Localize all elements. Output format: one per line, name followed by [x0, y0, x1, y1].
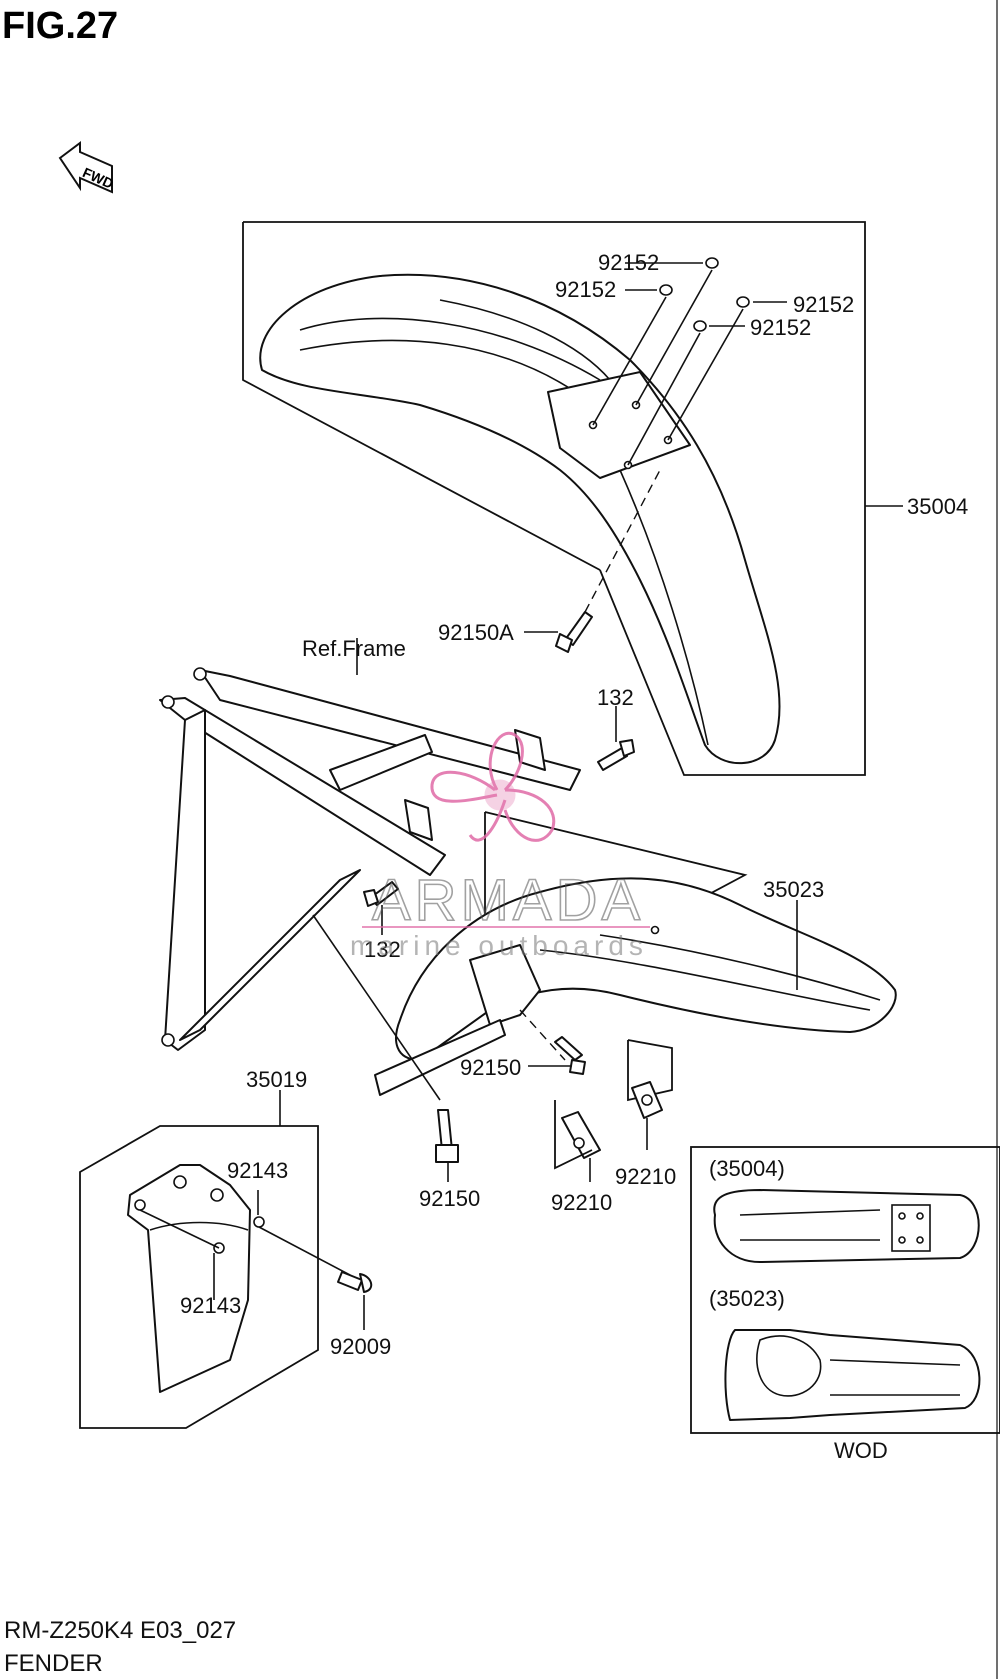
- label-92009: 92009: [330, 1334, 391, 1359]
- inset-rear-fender-35023: [724, 1329, 981, 1421]
- label-35004: 35004: [907, 494, 968, 519]
- label-92152-a: 92152: [598, 250, 659, 275]
- inset-label-35004: (35004): [709, 1156, 785, 1181]
- label-92210-b: 92210: [615, 1164, 676, 1189]
- fwd-arrow-icon: FWD: [58, 141, 116, 194]
- label-92150-b: 92150: [419, 1186, 480, 1211]
- wod-inset-box: [690, 1146, 1000, 1434]
- mud-flap-35019: [127, 1164, 373, 1393]
- rear-fender-fasteners: [312, 914, 663, 1182]
- label-92143-a: 92143: [227, 1158, 288, 1183]
- label-132-upper: 132: [597, 685, 634, 710]
- watermark-brand: ARMADA: [372, 868, 644, 933]
- armada-logo-icon: [430, 731, 556, 842]
- footer-diagram-code: RM-Z250K4 E03_027: [4, 1617, 236, 1644]
- label-35023: 35023: [763, 877, 824, 902]
- label-92152-b: 92152: [555, 277, 616, 302]
- footer-section-name: FENDER: [4, 1650, 103, 1677]
- bolt-132-upper: [597, 706, 635, 771]
- label-92143-b: 92143: [180, 1293, 241, 1318]
- inset-label-35023: (35023): [709, 1286, 785, 1311]
- rear-fender-35023: [374, 877, 897, 1096]
- figure-title: FIG.27: [2, 5, 118, 47]
- label-ref-frame: Ref.Frame: [302, 636, 406, 661]
- label-132-lower: 132: [364, 937, 401, 962]
- label-35019: 35019: [246, 1067, 307, 1092]
- label-92150-a: 92150: [460, 1055, 521, 1080]
- watermark-tagline: marine outboards: [350, 930, 648, 961]
- reference-frame: [159, 638, 581, 1051]
- bolt-92150A: [524, 469, 661, 653]
- label-92152-d: 92152: [750, 315, 811, 340]
- armada-watermark: ARMADA marine outboards: [350, 731, 650, 961]
- label-92210-a: 92210: [551, 1190, 612, 1215]
- bolt-132-lower: [363, 881, 399, 935]
- inset-front-fender-35004: [713, 1189, 980, 1263]
- front-fender-35004: [259, 273, 781, 765]
- label-92150A: 92150A: [438, 620, 514, 645]
- inset-caption-wod: WOD: [834, 1438, 888, 1463]
- label-92152-c: 92152: [793, 292, 854, 317]
- washer-92152-set: [592, 257, 787, 466]
- mud-flap-bracket-box: [79, 1125, 319, 1429]
- front-fender-bracket-box: [242, 221, 866, 776]
